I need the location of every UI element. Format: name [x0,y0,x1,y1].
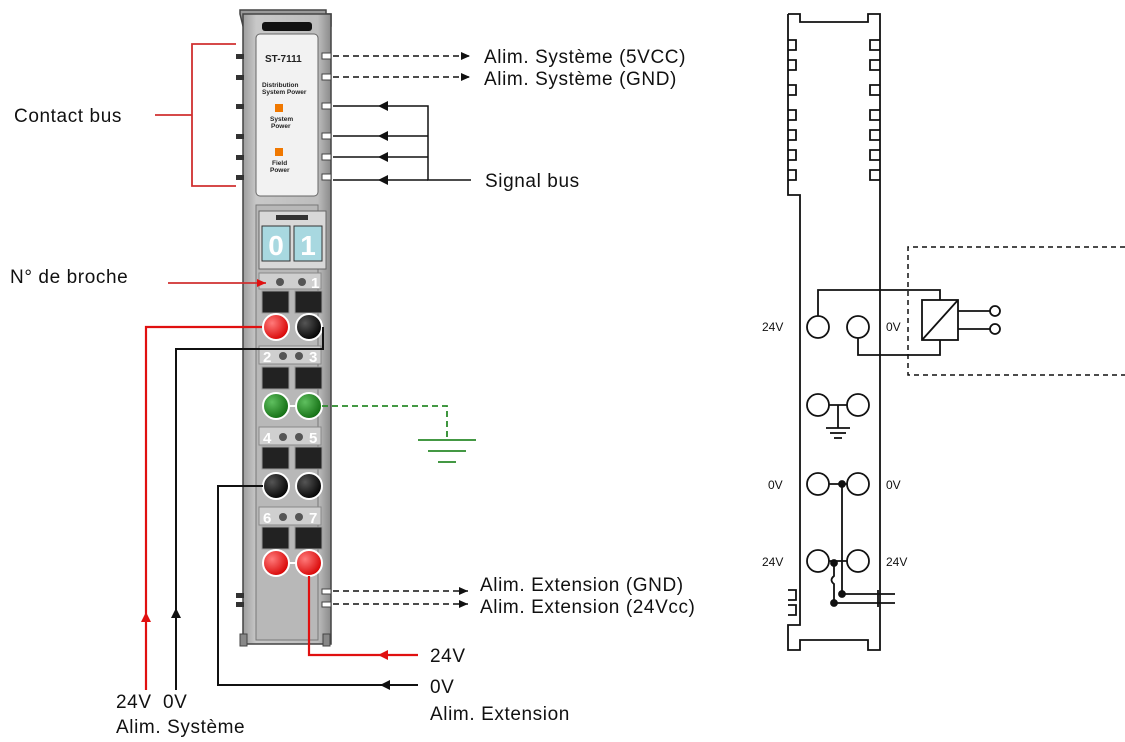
module-model: ST-7111 [265,54,302,65]
terminal-black-6 [295,472,323,500]
pin-4: 4 [263,430,272,447]
schematic-right-notches [869,39,880,181]
pin-number-label: N° de broche [10,267,128,288]
terminal-block [258,272,323,550]
pin-5: 5 [309,430,317,447]
pin-6: 6 [263,510,271,527]
led2-label-line1: Field [272,160,287,167]
wire-0v-extension [217,485,418,686]
alim-sys-5v-label: Alim. Système (5VCC) [484,47,686,68]
module-name-line2: System Power [262,89,307,96]
system-power-led [275,104,283,112]
address-digit-2: 1 [300,230,316,261]
pin-7: 7 [309,510,317,527]
ground-icon [418,439,476,463]
terminal-black-2 [295,313,323,341]
terminal-green-3 [262,392,290,420]
schematic-left-notches [788,39,797,616]
sch-top-right-label: 0V [886,320,901,334]
wire-24v-system [144,325,262,690]
schematic-top-terminals [806,289,1001,356]
field-power-led [275,148,283,156]
schematic-24v-terminals [806,549,895,607]
sch-top-left-label: 24V [762,320,783,334]
pin-2: 2 [263,349,271,366]
alim-systeme-label: Alim. Système [116,717,245,738]
address-switch [258,210,327,270]
pin-1: 1 [311,275,319,292]
terminal-red-7 [262,549,290,577]
wire-0v-system [175,327,324,690]
alim-ext-gnd-label: Alim. Extension (GND) [480,575,684,596]
sch-bot-right-label: 24V [886,555,907,569]
external-box [907,246,1125,376]
signal-bus-lines [333,105,471,181]
schematic-outline [787,13,881,651]
sch-mid-left-label: 0V [768,478,783,492]
terminal-red-8 [295,549,323,577]
led2-label-line2: Power [270,167,290,174]
bottom-0v-label: 0V [163,692,187,713]
signal-bus-label: Signal bus [485,171,580,192]
alim-extension-label: Alim. Extension [430,704,570,725]
schematic-0v-terminals [806,472,880,595]
contact-bus-bracket [155,43,236,187]
terminal-black-5 [262,472,290,500]
pin-3: 3 [309,349,317,366]
bottom-24v-label: 24V [116,692,152,713]
right-0v-label: 0V [430,677,454,698]
ground-wire [322,405,448,439]
contact-bus-label: Contact bus [14,106,122,127]
terminal-green-4 [295,392,323,420]
sch-mid-right-label: 0V [886,478,901,492]
module-name-line1: Distribution [262,82,298,89]
alim-ext-24v-label: Alim. Extension (24Vcc) [480,597,695,618]
led1-label-line2: Power [271,123,291,130]
sch-bot-left-label: 24V [762,555,783,569]
right-24v-label: 24V [430,646,466,667]
address-digit-1: 0 [268,230,284,261]
schematic-ground-terminals [806,393,870,439]
led1-label-line1: System [270,116,293,123]
terminal-red-1 [262,313,290,341]
alim-sys-gnd-label: Alim. Système (GND) [484,69,677,90]
